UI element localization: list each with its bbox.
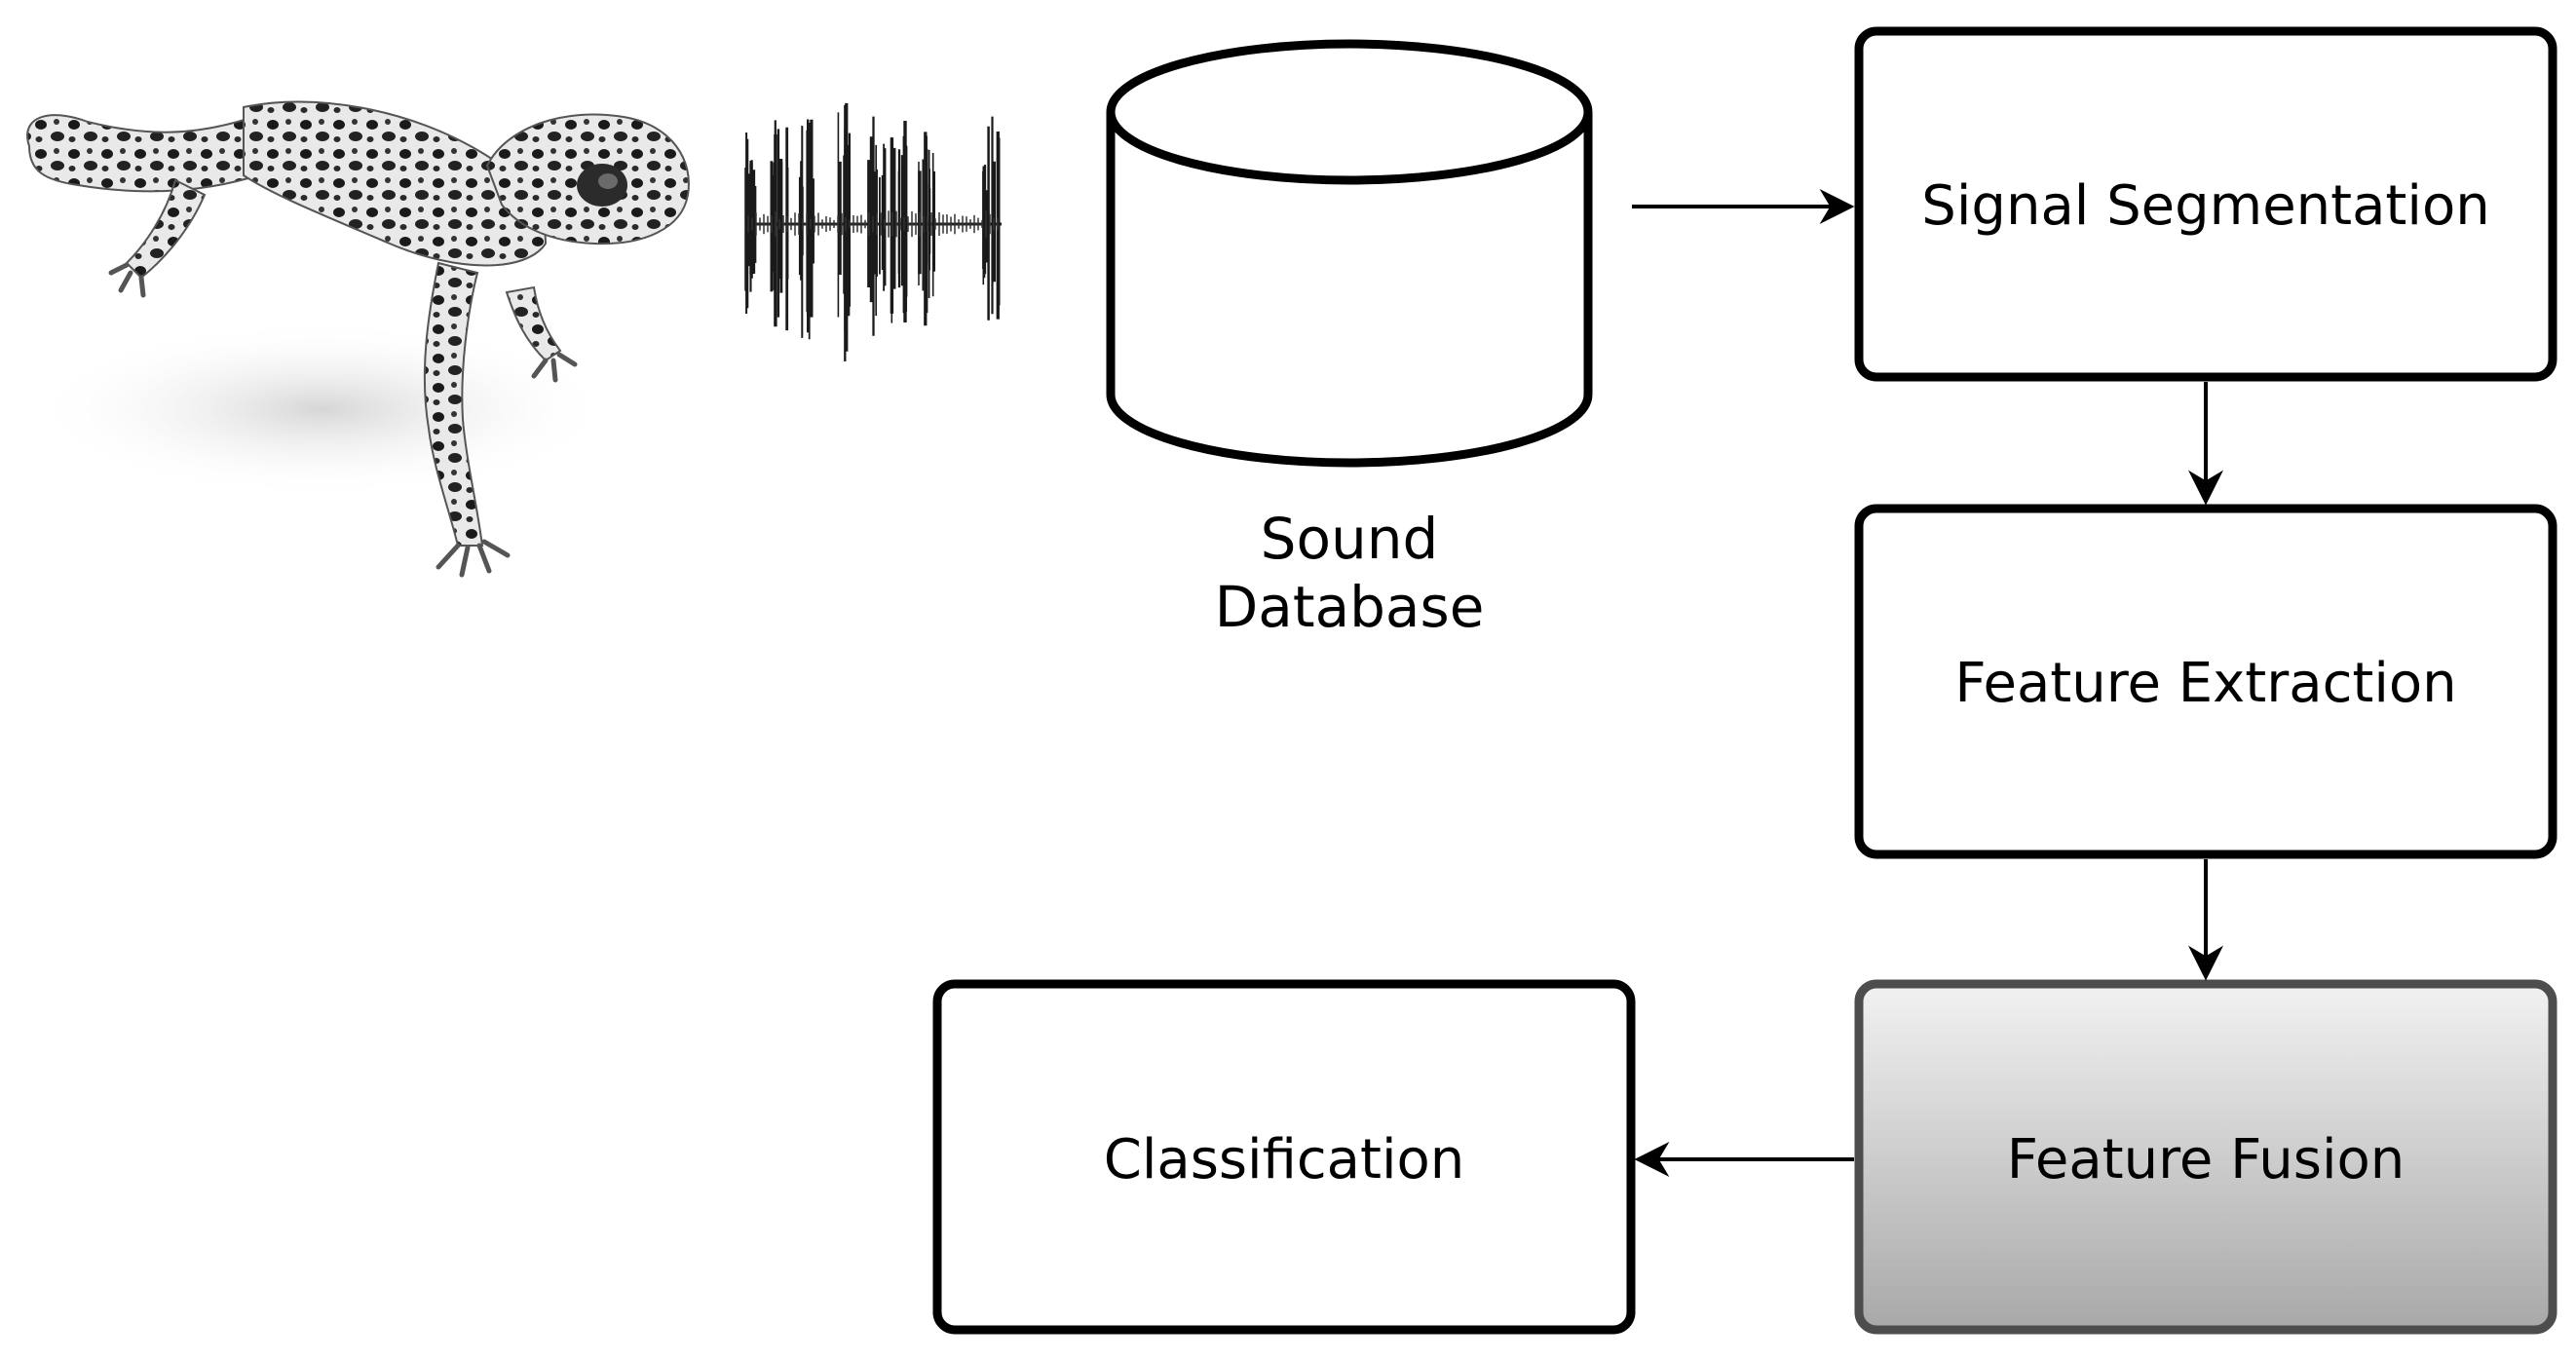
gecko-image <box>26 100 690 578</box>
sound-database-label-line1: Sound <box>1261 506 1439 572</box>
feature-extraction-node: Feature Extraction <box>1854 504 2557 859</box>
classification-node: Classification <box>932 979 1636 1335</box>
sound-database-node: Sound Database <box>1106 39 1593 640</box>
feature-fusion-label: Feature Fusion <box>2007 1128 2406 1191</box>
signal-segmentation-node: Signal Segmentation <box>1854 26 2557 382</box>
sound-database-label-line2: Database <box>1215 574 1485 640</box>
feature-extraction-label: Feature Extraction <box>1954 652 2456 715</box>
classification-label: Classification <box>1104 1128 1465 1191</box>
sound-waveform <box>744 102 1002 361</box>
feature-fusion-node: Feature Fusion <box>1854 979 2557 1335</box>
signal-segmentation-label: Signal Segmentation <box>1921 174 2489 238</box>
